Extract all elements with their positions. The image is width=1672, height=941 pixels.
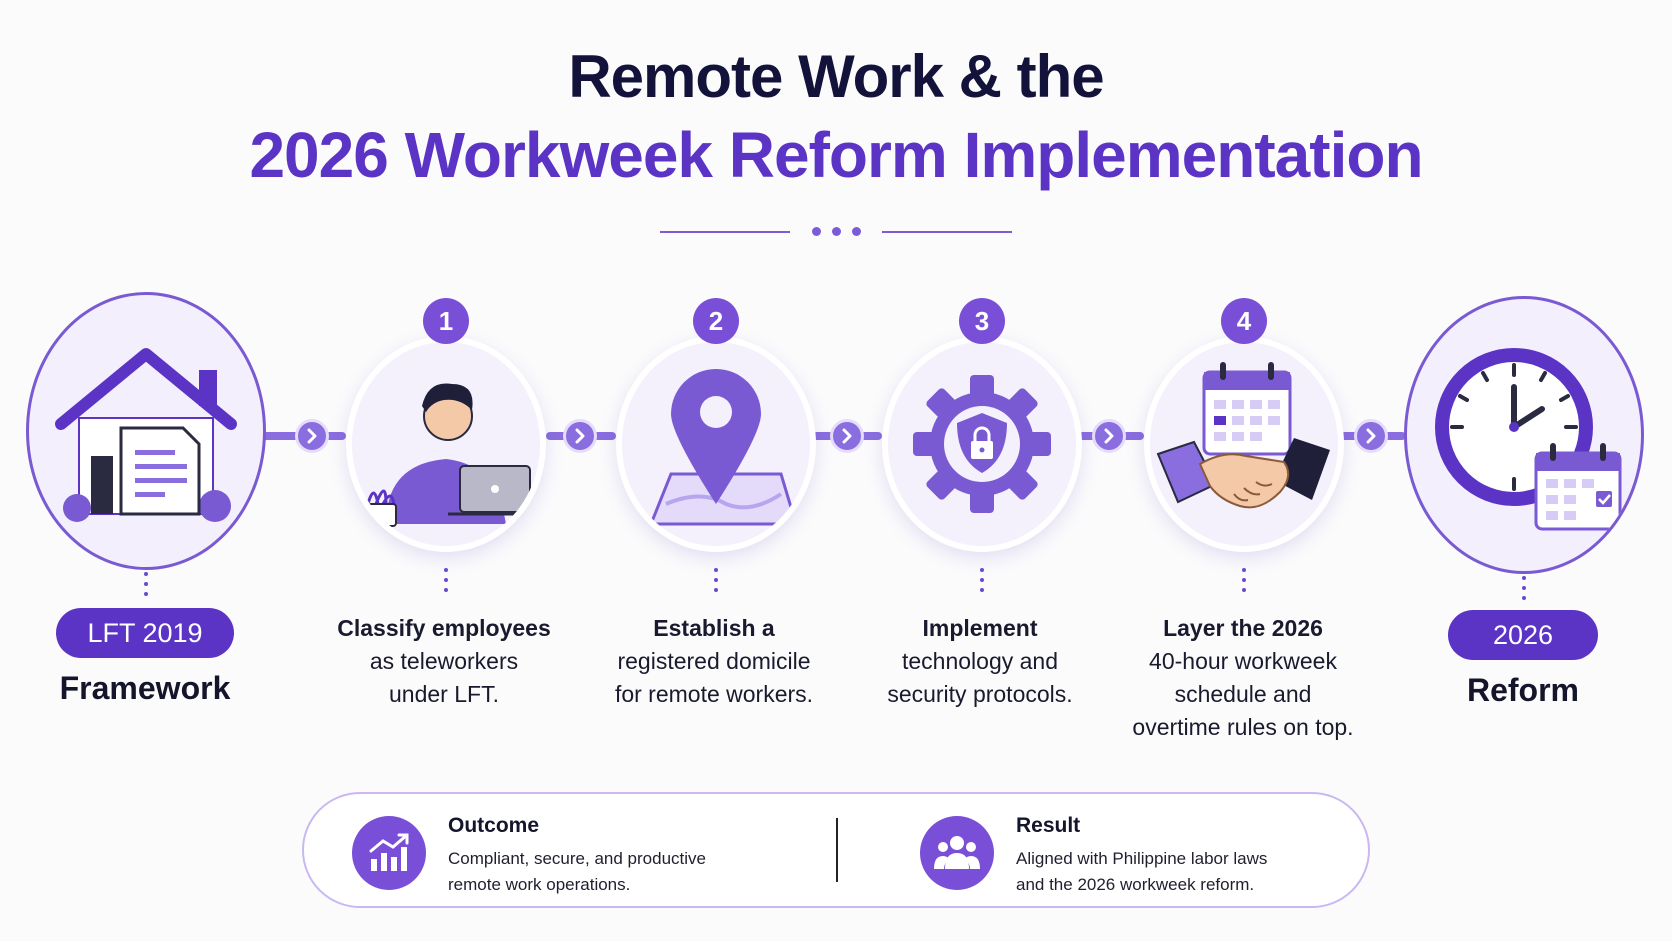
- step-line: as teleworkers: [369, 648, 519, 674]
- step-line: registered domicile: [617, 648, 811, 674]
- end-circle: [1404, 296, 1644, 574]
- step-heading: Establish a: [653, 615, 775, 641]
- step-1-badge: 1: [423, 298, 469, 344]
- chevron-right-icon: [830, 419, 864, 453]
- person-laptop-icon: [366, 383, 534, 527]
- house-document-icon: [55, 348, 237, 522]
- title-divider: [660, 224, 1012, 240]
- step-2-text: Establish a registered domicile for remo…: [584, 612, 844, 711]
- result-body: Aligned with Philippine labor laws and t…: [1016, 846, 1336, 898]
- step-4-text: Layer the 2026 40-hour workweek schedule…: [1108, 612, 1378, 744]
- start-pill: LFT 2019: [56, 608, 234, 658]
- dotted-drop-line: [144, 572, 148, 602]
- step-3-badge: 3: [959, 298, 1005, 344]
- result-line: and the 2026 workweek reform.: [1016, 875, 1255, 894]
- step-line: 40-hour workweek: [1149, 648, 1337, 674]
- step-line: overtime rules on top.: [1132, 714, 1354, 740]
- chevron-right-icon: [1092, 419, 1126, 453]
- start-label: Framework: [59, 670, 231, 706]
- summary-panel: Outcome Compliant, secure, and productiv…: [302, 792, 1370, 908]
- step-line: schedule and: [1174, 681, 1312, 707]
- gear-shield-lock-icon: [913, 375, 1051, 513]
- result-line: Aligned with Philippine labor laws: [1016, 849, 1268, 868]
- end-label: Reform: [1466, 672, 1579, 708]
- people-group-icon: [920, 816, 994, 890]
- step-line: for remote workers.: [614, 681, 814, 707]
- step-4-circle: [1144, 336, 1344, 552]
- step-3-circle: [882, 336, 1082, 552]
- outcome-line: remote work operations.: [448, 875, 631, 894]
- dotted-drop-line: [1242, 568, 1246, 598]
- end-pill: 2026: [1448, 610, 1598, 660]
- step-line: technology and: [901, 648, 1058, 674]
- start-circle: [26, 292, 266, 570]
- step-2-circle: [616, 336, 816, 552]
- page-title-line-1: Remote Work & the: [568, 43, 1104, 110]
- dotted-drop-line: [1522, 576, 1526, 606]
- outcome-body: Compliant, secure, and productive remote…: [448, 846, 768, 898]
- step-heading: Layer the 2026: [1163, 615, 1323, 641]
- chevron-right-icon: [563, 419, 597, 453]
- dotted-drop-line: [444, 568, 448, 598]
- step-1-circle: [346, 336, 546, 552]
- outcome-line: Compliant, secure, and productive: [448, 849, 706, 868]
- result-title: Result: [1016, 814, 1081, 837]
- step-heading: Classify employees: [337, 615, 551, 641]
- step-4-badge: 4: [1221, 298, 1267, 344]
- page-title-line-2: 2026 Workweek Reform Implementation: [249, 119, 1423, 191]
- location-pin-icon: [648, 369, 799, 526]
- step-heading: Implement: [922, 615, 1038, 641]
- dotted-drop-line: [714, 568, 718, 598]
- step-line: security protocols.: [887, 681, 1073, 707]
- step-3-text: Implement technology and security protoc…: [850, 612, 1110, 711]
- step-line: under LFT.: [389, 681, 499, 707]
- dotted-drop-line: [980, 568, 984, 598]
- outcome-title: Outcome: [448, 814, 540, 837]
- chevron-right-icon: [295, 419, 329, 453]
- step-2-badge: 2: [693, 298, 739, 344]
- summary-separator: [836, 818, 838, 882]
- chevron-right-icon: [1354, 419, 1388, 453]
- handshake-calendar-icon: [1156, 362, 1330, 509]
- step-1-text: Classify employees as teleworkers under …: [314, 612, 574, 711]
- clock-calendar-icon: [1435, 348, 1622, 531]
- chart-growth-icon: [352, 816, 426, 890]
